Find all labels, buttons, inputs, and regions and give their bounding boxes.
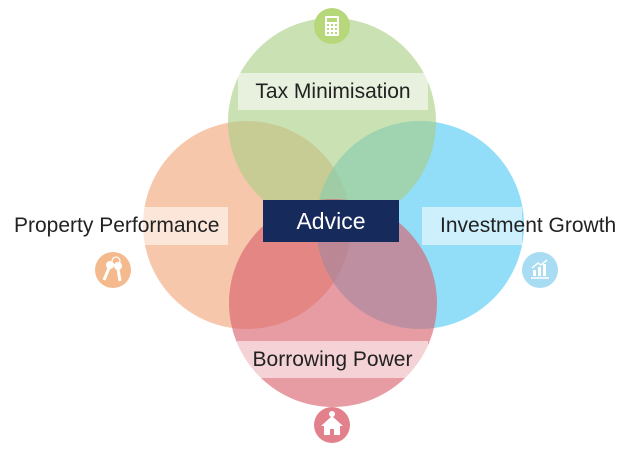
center-advice-box: Advice — [263, 200, 399, 242]
label-property-band — [143, 207, 228, 245]
label-borrowing-power: Borrowing Power — [237, 341, 428, 378]
house-icon — [314, 407, 350, 443]
circle-tax — [228, 18, 436, 226]
calculator-icon — [314, 8, 350, 44]
label-investment-growth: Investment Growth — [440, 214, 617, 237]
label-investment-band — [422, 207, 522, 245]
keys-icon — [95, 252, 131, 288]
label-tax-minimisation: Tax Minimisation — [238, 73, 428, 110]
label-property-performance: Property Performance — [14, 214, 220, 237]
chart-icon — [522, 252, 558, 288]
